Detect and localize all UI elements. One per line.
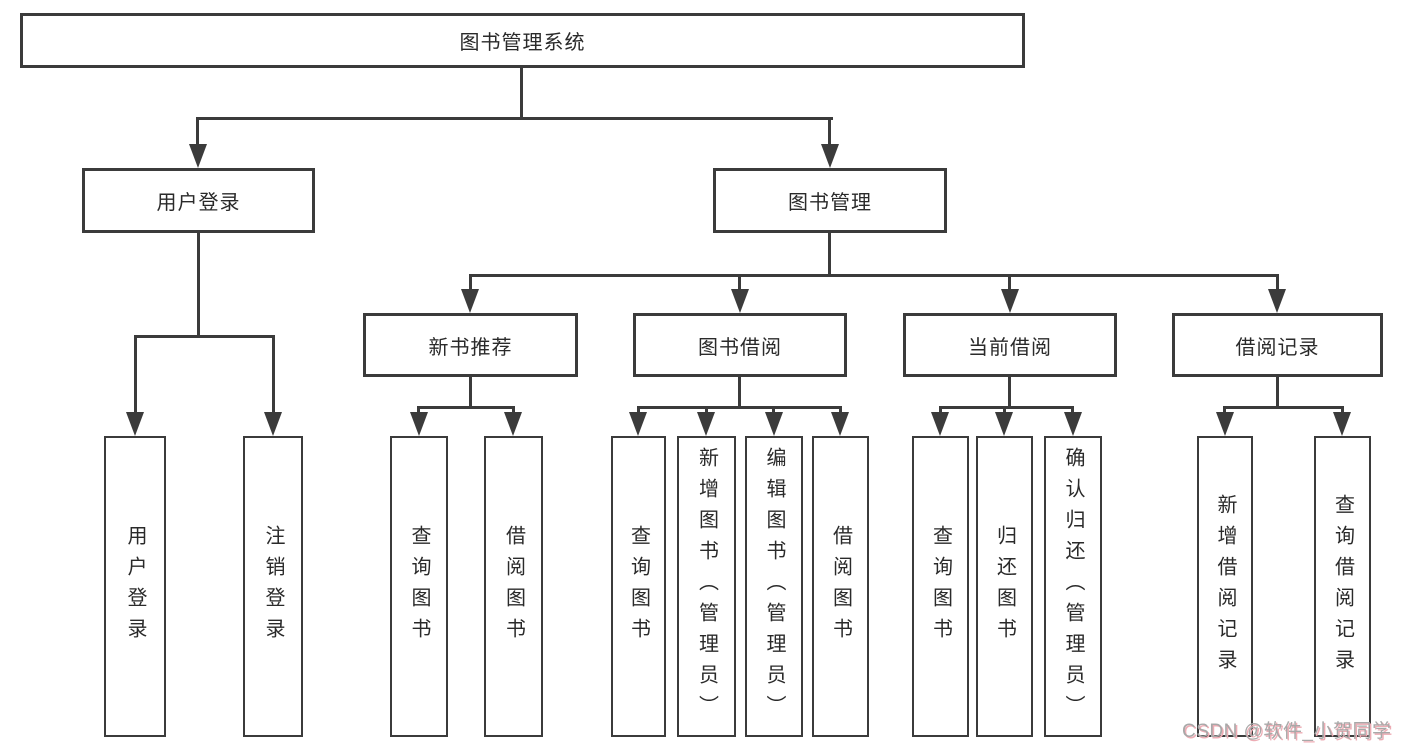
arrowhead-icon [126,412,144,436]
connector-to-leaf [272,335,275,415]
arrowhead-icon [410,412,428,436]
arrowhead-icon [1216,412,1234,436]
leaf-nb-query-books: 查询图书 [390,436,448,737]
arrowhead-icon [1001,289,1019,313]
node-label: 新书推荐 [428,336,513,359]
leaf-label: 新增借阅记录 [1214,493,1236,680]
node-new-book-recommend: 新书推荐 [363,313,578,377]
connector-bar [1223,406,1344,409]
leaf-label: 查询图书 [627,524,650,649]
connector-book-mgmt-stem [828,233,831,274]
node-current-borrowing: 当前借阅 [903,313,1117,377]
connector-root-stem [520,66,523,117]
node-book-management: 图书管理 [713,168,947,233]
connector-bar [637,406,842,409]
leaf-bb-edit-books-admin: 编辑图书（管理员） [745,436,803,737]
leaf-user-login: 用户登录 [104,436,166,737]
connector-bar [939,406,1074,409]
arrowhead-icon [629,412,647,436]
connector-stem [469,377,472,406]
arrowhead-icon [995,412,1013,436]
leaf-nb-borrow-books: 借阅图书 [484,436,543,737]
connector-to-leaf [512,406,515,415]
leaf-label: 编辑图书（管理员） [763,447,785,726]
arrowhead-icon [189,144,207,168]
connector-to-leaf [705,406,708,415]
node-label: 当前借阅 [968,336,1052,359]
connector-root-bar [196,117,833,120]
leaf-label: 用户登录 [124,524,146,649]
connector-to-leaf [939,406,942,415]
connector-to-borrow-record [1276,274,1279,292]
leaf-label: 查询图书 [929,524,952,649]
node-label: 图书管理 [788,192,872,214]
connector-to-user-login [196,117,199,147]
arrowhead-icon [461,289,479,313]
leaf-label: 借阅图书 [829,524,852,649]
connector-book-mgmt-bar [469,274,1279,277]
leaf-label: 注销登录 [262,524,284,649]
leaf-cb-confirm-return-admin: 确认归还（管理员） [1044,436,1102,737]
connector-to-leaf [1003,406,1006,415]
node-library-management-system: 图书管理系统 [20,13,1025,68]
leaf-cb-return-books: 归还图书 [976,436,1033,737]
node-label: 图书借阅 [698,336,782,359]
arrowhead-icon [731,289,749,313]
connector-bar [417,406,515,409]
csdn-watermark: CSDN @软件_小贺同学 [1182,721,1392,742]
connector-to-leaf [417,406,420,415]
arrowhead-icon [1268,289,1286,313]
connector-user-login-bar [134,335,275,338]
connector-to-new-book [469,274,472,292]
connector-to-current-borrow [1008,274,1011,292]
node-label: 图书管理系统 [459,32,586,54]
arrowhead-icon [821,144,839,168]
arrowhead-icon [697,412,715,436]
arrowhead-icon [504,412,522,436]
leaf-label: 查询借阅记录 [1331,493,1354,680]
leaf-bb-add-books-admin: 新增图书（管理员） [677,436,736,737]
connector-to-leaf [637,406,640,415]
connector-stem [1276,377,1279,406]
connector-stem [738,377,741,406]
connector-to-book-borrow [738,274,741,292]
leaf-bb-borrow-books: 借阅图书 [812,436,869,737]
leaf-label: 查询图书 [408,524,430,649]
arrowhead-icon [1333,412,1351,436]
node-borrowing-records: 借阅记录 [1172,313,1383,377]
arrowhead-icon [931,412,949,436]
leaf-logout-login: 注销登录 [243,436,303,737]
connector-to-leaf [1223,406,1226,415]
leaf-cb-query-books: 查询图书 [912,436,969,737]
node-book-borrowing: 图书借阅 [633,313,847,377]
arrowhead-icon [1064,412,1082,436]
arrowhead-icon [765,412,783,436]
leaf-label: 新增图书（管理员） [695,447,718,726]
connector-stem [1008,377,1011,406]
connector-to-leaf [839,406,842,415]
node-user-login: 用户登录 [82,168,315,233]
arrowhead-icon [264,412,282,436]
node-label: 用户登录 [156,192,241,214]
connector-to-leaf [772,406,775,415]
leaf-label: 借阅图书 [502,524,525,649]
leaf-bb-query-books: 查询图书 [611,436,666,737]
connector-to-leaf [134,335,137,415]
leaf-label: 确认归还（管理员） [1062,447,1084,726]
leaf-br-add-record: 新增借阅记录 [1197,436,1253,737]
leaf-label: 归还图书 [993,524,1016,649]
arrowhead-icon [831,412,849,436]
connector-to-leaf [1071,406,1074,415]
connector-to-leaf [1341,406,1344,415]
leaf-br-query-record: 查询借阅记录 [1314,436,1371,737]
node-label: 借阅记录 [1235,336,1320,359]
connector-to-book-management [828,117,831,147]
connector-user-login-stem [197,233,200,335]
